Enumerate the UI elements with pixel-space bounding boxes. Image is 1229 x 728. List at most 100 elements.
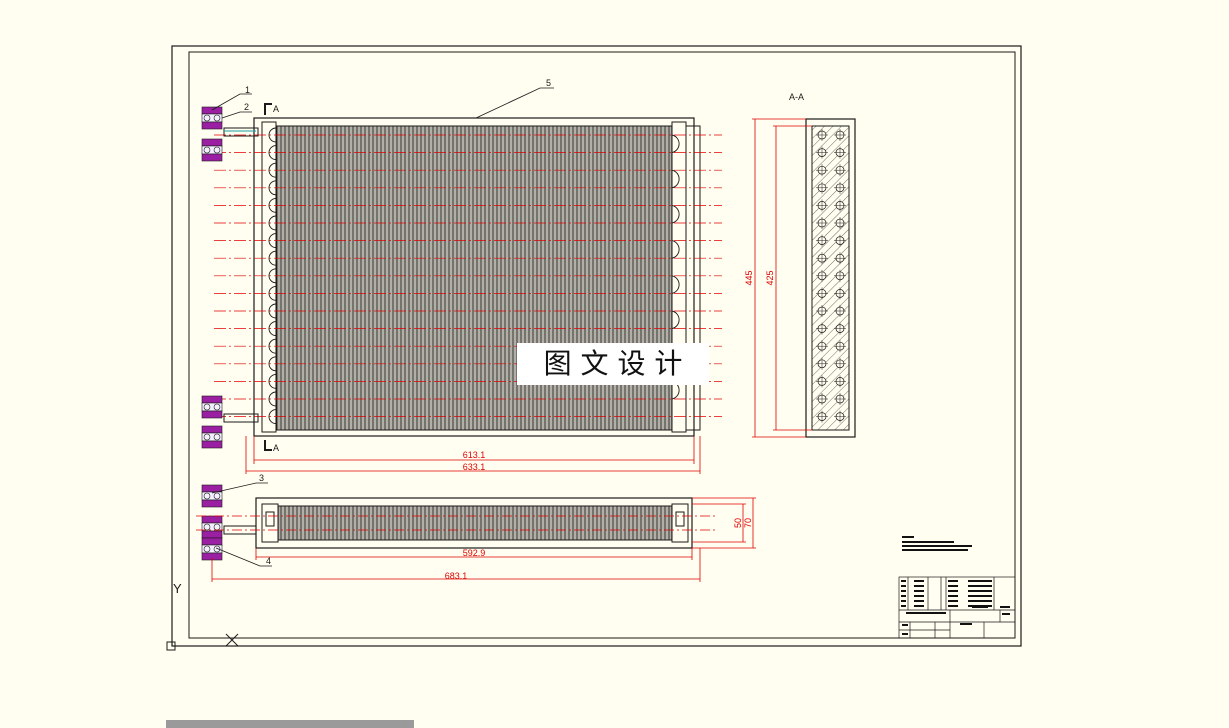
coupling bbox=[201, 491, 223, 501]
inner-frame bbox=[188, 51, 1016, 639]
ucs-y-label: Y bbox=[173, 581, 182, 596]
part-number-2: 2 bbox=[244, 102, 249, 112]
side-centerlines bbox=[196, 515, 715, 531]
coupling bbox=[201, 432, 223, 442]
title-block-text bbox=[901, 580, 1010, 635]
title-text-bar bbox=[948, 580, 958, 582]
bolt-head bbox=[213, 146, 221, 154]
coupling bbox=[201, 145, 223, 155]
title-text-bar bbox=[968, 595, 992, 597]
dim-depth-outer bbox=[692, 497, 756, 549]
outlet-header-pipe bbox=[223, 413, 259, 423]
nut bbox=[201, 410, 223, 419]
return-bend bbox=[671, 204, 680, 224]
bolt-head bbox=[203, 492, 211, 500]
title-text-bar bbox=[901, 590, 906, 592]
title-text-bar bbox=[914, 600, 924, 602]
title-text-bar bbox=[948, 605, 958, 607]
dim-width-inner-label: 613.1 bbox=[463, 450, 486, 460]
leader-5 bbox=[475, 87, 554, 119]
nut bbox=[201, 537, 223, 546]
outer-frame bbox=[171, 45, 1022, 647]
section-marker-top bbox=[264, 103, 272, 115]
title-block bbox=[898, 576, 1016, 639]
nut bbox=[201, 121, 223, 130]
title-text-bar bbox=[901, 605, 906, 607]
coupling bbox=[201, 402, 223, 412]
part-number-5: 5 bbox=[546, 78, 551, 88]
title-text-bar bbox=[948, 590, 958, 592]
nut bbox=[201, 106, 223, 115]
section-body bbox=[805, 118, 856, 438]
watermark-box bbox=[517, 343, 709, 385]
bolt-head bbox=[203, 523, 211, 531]
title-text-bar bbox=[906, 612, 946, 614]
title-text-bar bbox=[914, 605, 924, 607]
return-bend bbox=[671, 275, 680, 294]
leader-1 bbox=[211, 93, 252, 111]
fin-pack-side bbox=[277, 505, 673, 541]
core-frame-front bbox=[253, 117, 695, 437]
bolt-head bbox=[203, 146, 211, 154]
title-text-bar bbox=[948, 600, 958, 602]
dim-height-outer-label: 445 bbox=[744, 270, 754, 285]
return-bend bbox=[671, 134, 680, 154]
return-bend bbox=[671, 169, 680, 189]
technical-notes bbox=[902, 536, 972, 551]
bolt-head bbox=[213, 403, 221, 411]
title-text-bar bbox=[914, 590, 924, 592]
dim-width-inner bbox=[253, 436, 695, 464]
section-marker-label-top: A bbox=[273, 104, 279, 114]
nut bbox=[201, 425, 223, 434]
title-text-bar bbox=[902, 633, 908, 635]
nut bbox=[201, 440, 223, 449]
section-marker-bottom bbox=[264, 440, 272, 451]
dim-depth-inner bbox=[692, 503, 746, 543]
bolt-head bbox=[213, 545, 221, 553]
side-view: 3 4 592.9 683.1 50 70 bbox=[196, 473, 756, 582]
nut bbox=[201, 515, 223, 524]
core-frame-side bbox=[255, 497, 693, 549]
nut bbox=[201, 153, 223, 162]
side-end-left bbox=[261, 503, 279, 543]
front-view: A A 1 2 5 613.1 633.1 bbox=[201, 78, 722, 474]
bolt-head bbox=[203, 433, 211, 441]
side-bend-right bbox=[675, 511, 685, 527]
section-tubes bbox=[816, 129, 846, 423]
title-text-bar bbox=[968, 585, 992, 587]
dim-height-outer bbox=[752, 118, 806, 438]
tube-sheet-left bbox=[261, 121, 277, 433]
side-bend-left bbox=[265, 511, 275, 527]
part-number-3: 3 bbox=[259, 473, 264, 483]
ucs-icon bbox=[166, 598, 239, 651]
title-text-bar bbox=[901, 600, 906, 602]
return-bend bbox=[671, 310, 680, 330]
title-text-bar bbox=[901, 595, 906, 597]
dim-side-length bbox=[255, 548, 693, 560]
title-text-bar bbox=[1000, 606, 1010, 608]
nut bbox=[201, 499, 223, 508]
nut bbox=[201, 395, 223, 404]
section-marker-label-bottom: A bbox=[273, 443, 279, 453]
fitting-outlet bbox=[201, 395, 223, 449]
dim-total-length bbox=[211, 548, 701, 582]
title-text-bar bbox=[960, 623, 972, 625]
mount-plate-right bbox=[685, 125, 701, 431]
title-text-bar bbox=[972, 606, 988, 608]
side-end-right bbox=[671, 503, 689, 543]
watermark-text: 图 文 设 计 bbox=[544, 347, 683, 380]
title-text-bar bbox=[968, 590, 992, 592]
dim-side-length-label: 592.9 bbox=[463, 548, 486, 558]
title-text-bar bbox=[968, 580, 992, 582]
dim-width-outer-label: 633.1 bbox=[463, 462, 486, 472]
title-text-bar bbox=[902, 624, 908, 626]
title-text-bar bbox=[968, 600, 992, 602]
dim-depth-inner-label: 50 bbox=[733, 518, 743, 528]
bolt-head bbox=[213, 114, 221, 122]
bolt-head bbox=[203, 545, 211, 553]
title-text-bar bbox=[914, 595, 924, 597]
inlet-header-pipe bbox=[223, 127, 259, 137]
section-title: A-A bbox=[789, 92, 804, 102]
status-strip bbox=[166, 720, 414, 728]
